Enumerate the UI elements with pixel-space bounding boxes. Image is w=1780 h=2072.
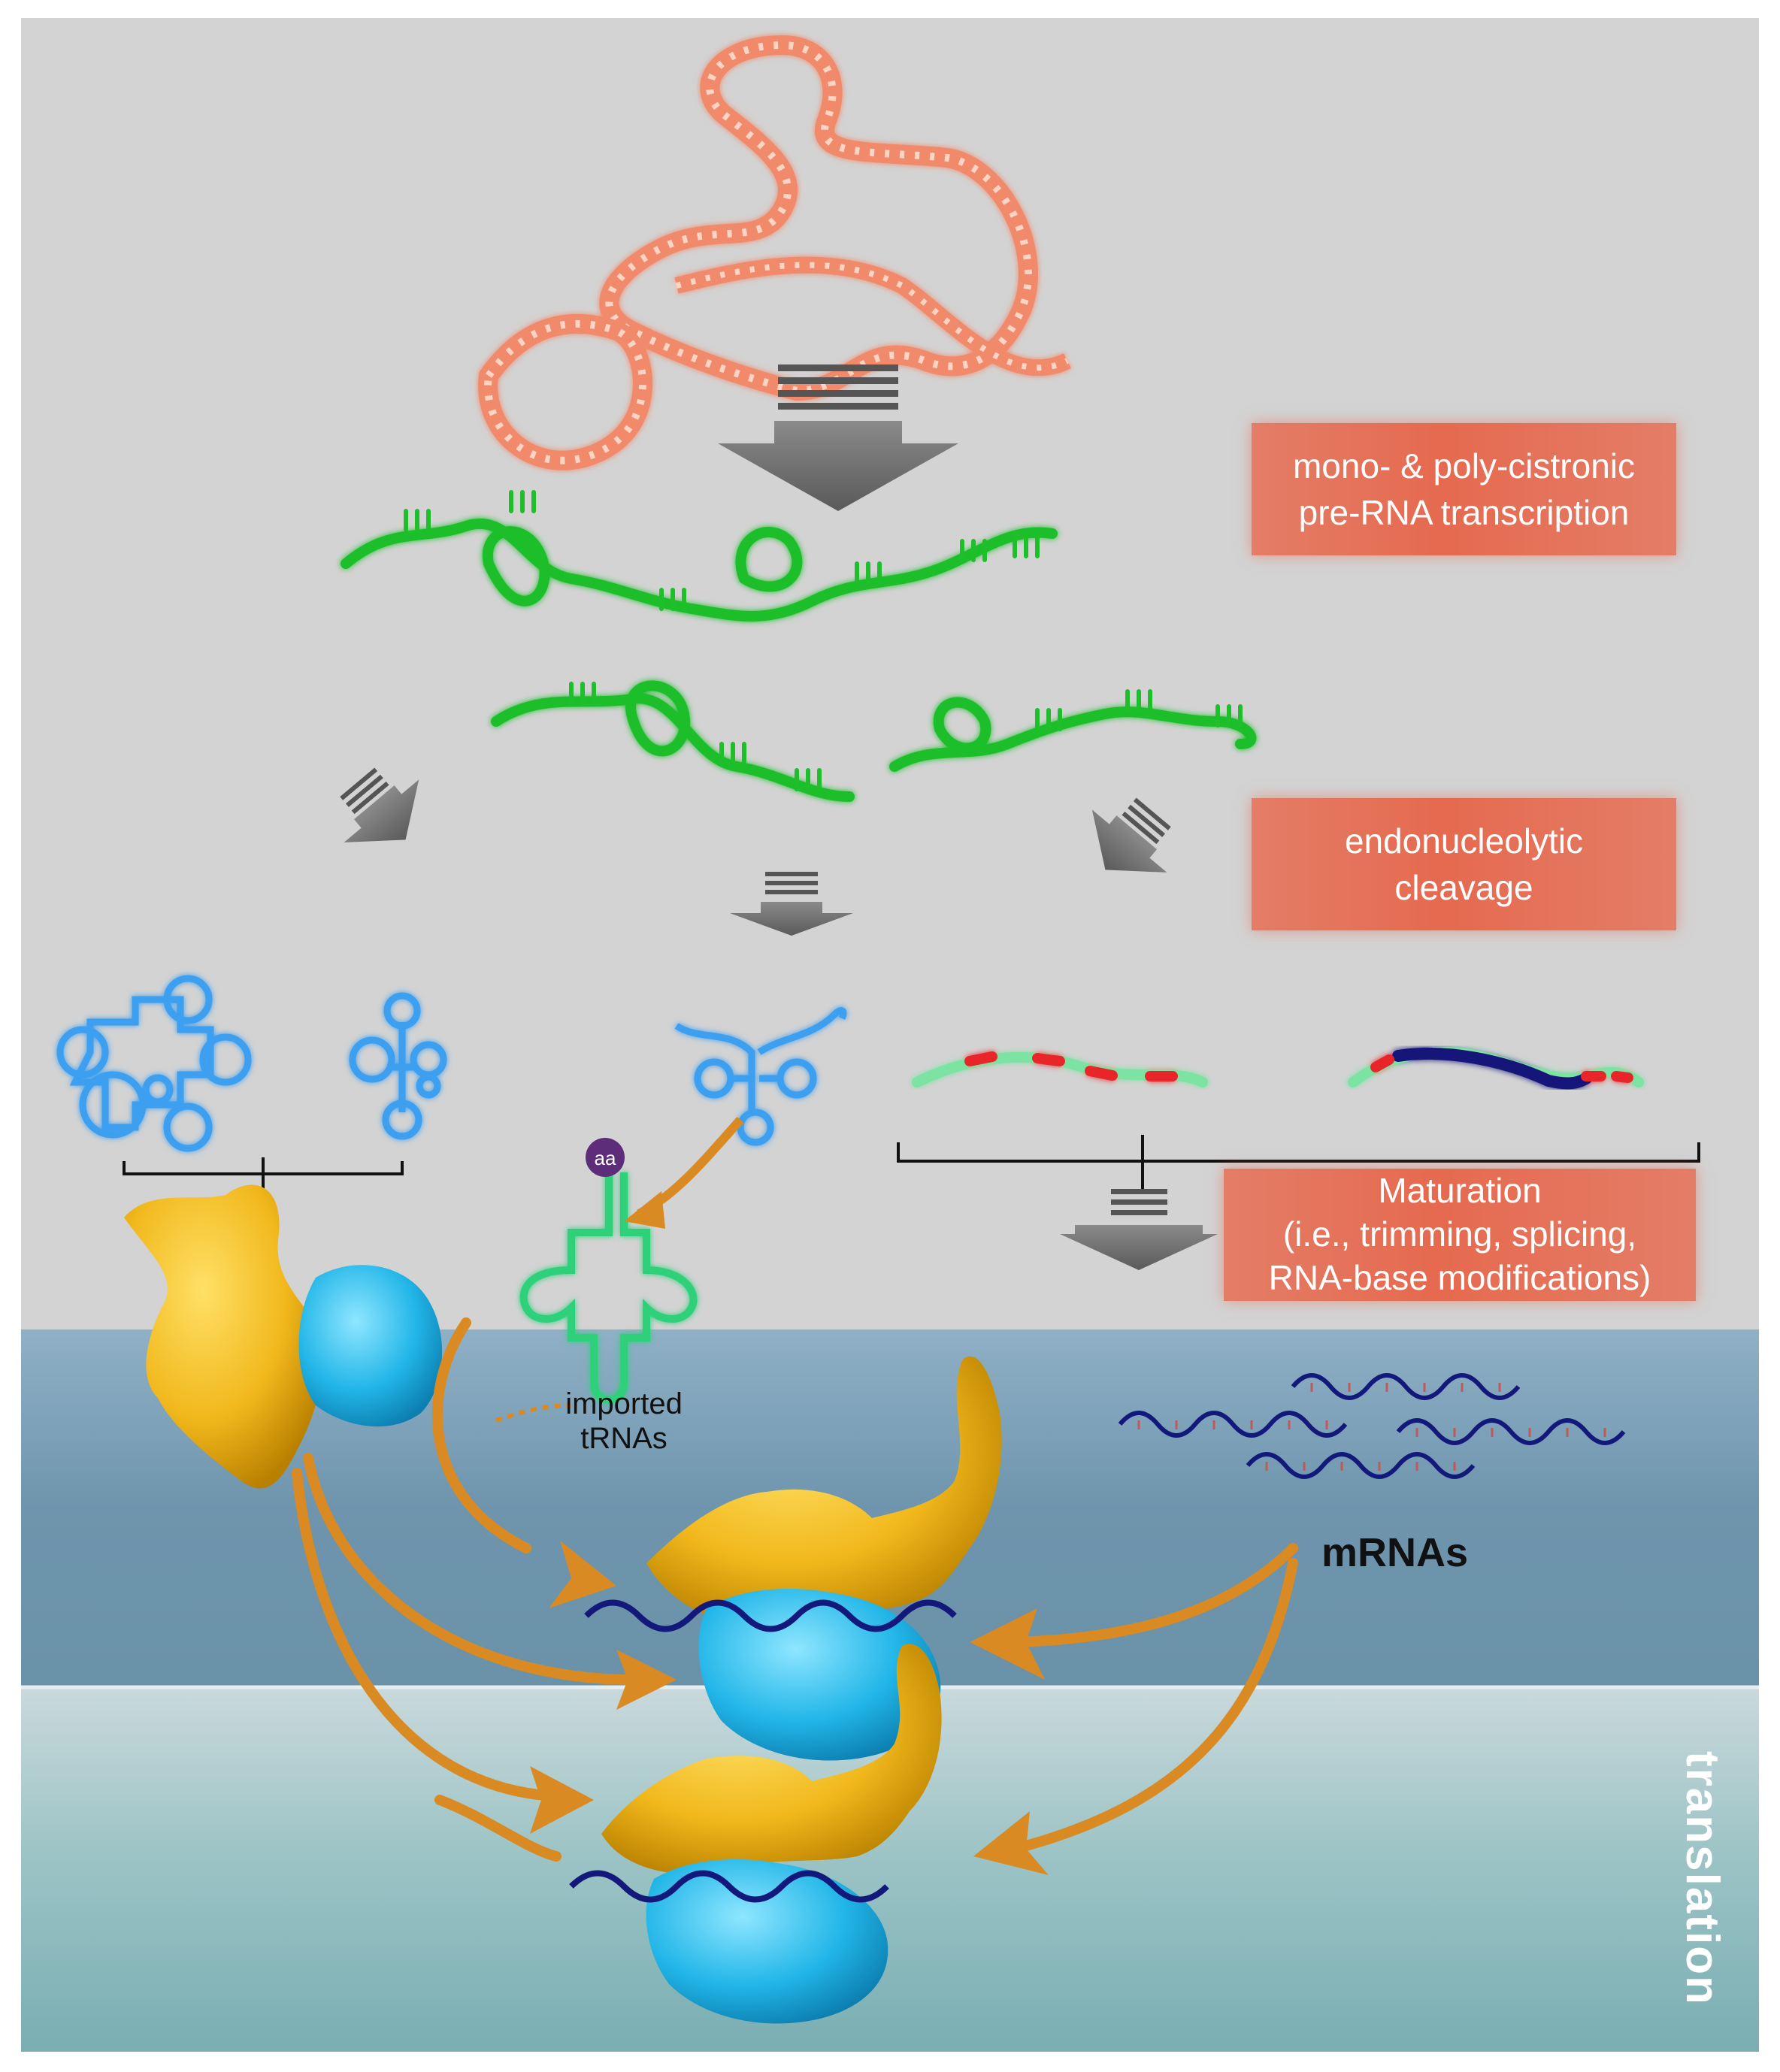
rrna-icon <box>56 975 252 1152</box>
arrowhead-4 <box>970 1608 1045 1680</box>
process-arrow-left <box>340 767 419 842</box>
mrna-bracket <box>897 1135 1700 1191</box>
transcription-label: mono- & poly-cistronic pre-RNA transcrip… <box>1252 423 1676 555</box>
mrna-icon <box>912 1046 1644 1090</box>
mrna-delivery-arrows <box>1010 1543 1298 1854</box>
maturation-arrow-icon <box>1060 1189 1218 1270</box>
ribosome-icon <box>124 1184 443 1489</box>
assembled-ribosome-2 <box>569 1644 942 2024</box>
dna-icon <box>478 35 1071 470</box>
trna-precursor-icon <box>674 1007 847 1146</box>
amino-acid-icon <box>586 1138 625 1177</box>
process-arrow-icon <box>718 364 958 511</box>
imported-trna-dashed-arrow <box>495 1403 572 1423</box>
arrowhead-5 <box>973 1811 1049 1875</box>
ribosome-assembly-arrows <box>292 1317 652 1862</box>
maturation-label-line-3: RNA-base modifications) <box>1268 1258 1651 1297</box>
arrowhead-2 <box>530 1766 594 1834</box>
mrna-pool-rungs <box>1137 1383 1606 1471</box>
translation-label: translation <box>1676 1751 1728 2006</box>
maturation-label: Maturation (i.e., trimming, splicing, RN… <box>1224 1169 1696 1301</box>
mrna-pool-icon <box>1118 1373 1626 1479</box>
maturation-label-line-2: (i.e., trimming, splicing, <box>1282 1214 1637 1254</box>
trna-icon <box>519 1172 698 1404</box>
cleavage-label: endonucleolytic cleavage <box>1252 798 1676 930</box>
imported-trnas-line-1: imported <box>565 1387 683 1420</box>
pre-rna-icon <box>341 518 1257 802</box>
maturation-label-line-1: Maturation <box>1378 1171 1542 1210</box>
cytosol-background <box>21 18 1759 1329</box>
arrowhead-1 <box>616 1650 677 1710</box>
process-arrow-right <box>1091 797 1171 873</box>
aminoacylation-arrowhead <box>624 1191 665 1229</box>
imported-trnas-line-2: tRNAs <box>580 1422 668 1455</box>
cleavage-label-line-1: endonucleolytic <box>1344 821 1584 861</box>
mrnas-label: mRNAs <box>1321 1530 1469 1575</box>
amino-acid-label: aa <box>595 1147 616 1169</box>
assembled-ribosome-1 <box>584 1356 1002 1761</box>
transcription-label-line-1: mono- & poly-cistronic <box>1292 446 1636 485</box>
cleavage-label-line-2: cleavage <box>1394 868 1533 907</box>
rrna-small-icon <box>349 992 447 1140</box>
transcription-label-line-2: pre-RNA transcription <box>1298 493 1630 532</box>
imported-trnas-label: imported tRNAs <box>549 1387 699 1456</box>
arrowhead-3 <box>549 1541 616 1608</box>
process-arrow-center <box>730 872 853 936</box>
pre-rna-bristles <box>404 490 1243 791</box>
